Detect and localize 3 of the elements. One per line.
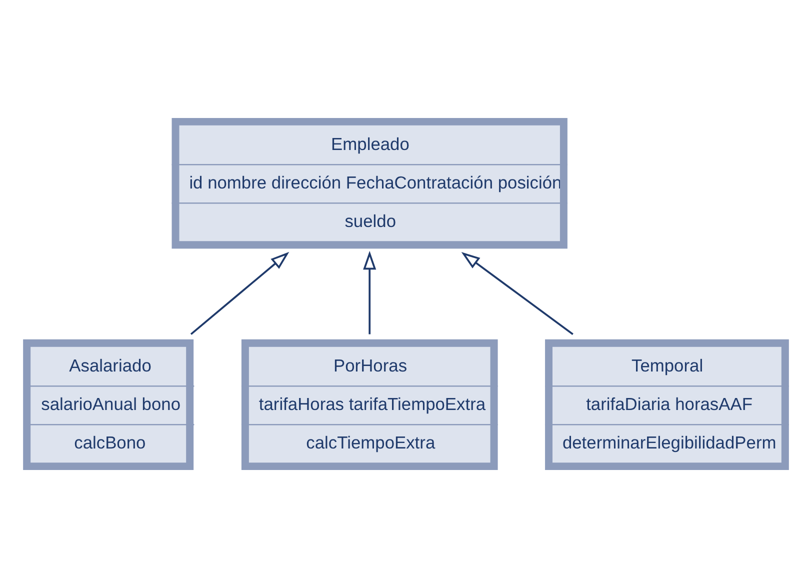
arrow [190,252,290,335]
arrow [461,252,574,335]
arrow [363,250,376,334]
